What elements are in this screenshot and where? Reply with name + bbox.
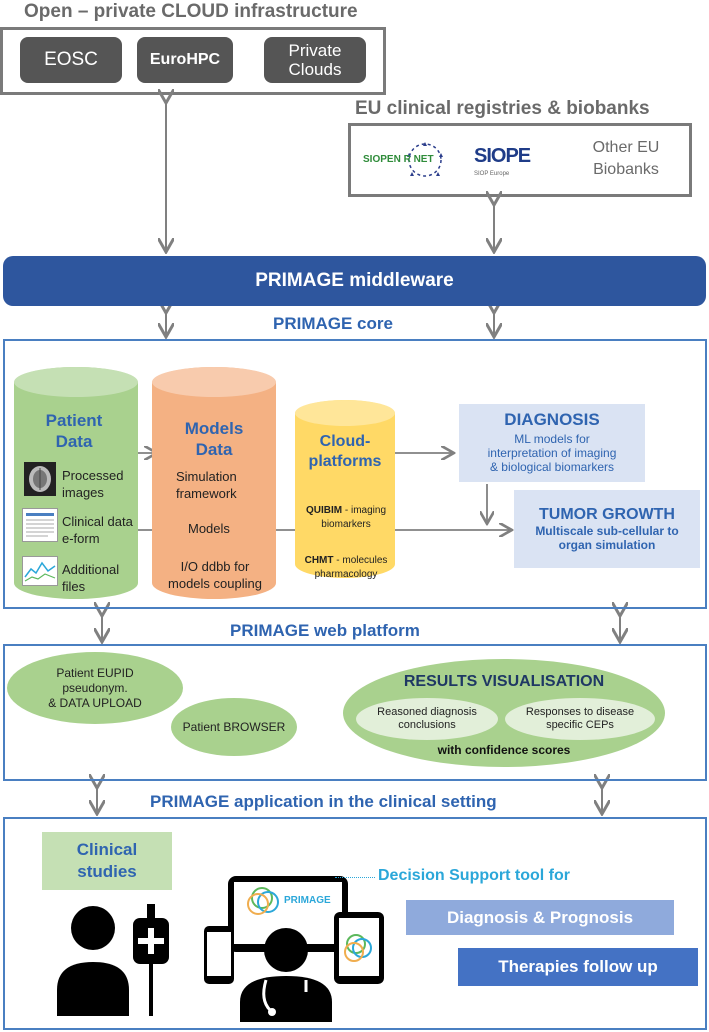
models-item-io-ddbb: I/O ddbb for models coupling xyxy=(168,559,262,591)
patient-item-processed-images: Processed images xyxy=(62,468,124,500)
diagnosis-desc: ML models for interpretation of imaging … xyxy=(487,432,617,474)
diagnosis-title: DIAGNOSIS xyxy=(504,410,600,429)
clinical-setting-box xyxy=(3,817,707,1030)
web-platform-title: PRIMAGE web platform xyxy=(230,621,420,640)
therapies-follow-up-box: Therapies follow up xyxy=(458,948,698,986)
cloud-platforms-cylinder xyxy=(295,400,395,578)
quibim-desc: - imaging biomarkers xyxy=(321,505,386,530)
registries-box xyxy=(348,123,692,197)
middleware-bar: PRIMAGE middleware xyxy=(3,256,706,306)
reasoned-diagnosis-ellipse: Reasoned diagnosis conclusions xyxy=(356,698,498,740)
models-data-cylinder-top xyxy=(152,367,276,397)
private-clouds-box: Private Clouds xyxy=(264,37,366,83)
cloud-platforms-item-quibim: QUIBIM - imaging biomarkers xyxy=(300,490,392,532)
quibim-label: QUIBIM xyxy=(305,505,343,516)
web-platform-box xyxy=(3,644,707,781)
dst-connector-line xyxy=(335,877,375,878)
confidence-scores-label: with confidence scores xyxy=(437,743,571,757)
chmt-desc: - molecules pharmacology xyxy=(314,555,388,580)
files-icon xyxy=(22,556,58,586)
patient-iv-icon xyxy=(55,898,175,1018)
diagnosis-prognosis-box: Diagnosis & Prognosis xyxy=(406,900,674,935)
patient-data-title: Patient Data xyxy=(45,411,103,451)
cloud-platforms-item-chmt: CHMT - molecules pharmacology xyxy=(300,540,392,582)
patient-item-clinical-eform: Clinical data e-form xyxy=(62,514,133,546)
core-title: PRIMAGE core xyxy=(273,314,393,333)
diagnosis-box xyxy=(459,404,645,482)
siope-logo-subtext: SIOP Europe xyxy=(474,171,510,177)
eupid-upload-ellipse: Patient EUPID pseudonym. & DATA UPLOAD xyxy=(7,652,183,724)
patient-browser-ellipse: Patient BROWSER xyxy=(171,698,297,756)
models-item-simulation: Simulation framework xyxy=(176,469,237,501)
siopen-logo: SIOPEN R NET xyxy=(363,141,463,181)
siopen-logo-text: SIOPEN R NET xyxy=(363,154,434,165)
patient-item-additional-files: Additional files xyxy=(62,562,120,594)
other-biobanks: Other EU Biobanks xyxy=(592,139,660,178)
responses-ceps-ellipse: Responses to disease specific CEPs xyxy=(505,698,655,740)
cloud-infrastructure-box xyxy=(0,27,386,95)
chmt-label: CHMT xyxy=(304,555,334,566)
cloud-platforms-cylinder-top xyxy=(295,400,395,426)
models-data-cylinder xyxy=(152,367,276,599)
cloud-title: Open – private CLOUD infrastructure xyxy=(24,1,358,22)
devices-doctor-icon xyxy=(204,872,390,1022)
patient-data-cylinder-top xyxy=(14,367,138,397)
siope-logo-text: SIOPE xyxy=(474,145,531,167)
brain-image-icon xyxy=(24,462,56,496)
clinical-studies-box: Clinical studies xyxy=(42,832,172,890)
tumor-growth-desc: Multiscale sub-cellular to organ simulat… xyxy=(535,524,679,552)
siope-logo: SIOPE SIOP Europe xyxy=(474,143,554,183)
eurohpc-box: EuroHPC xyxy=(137,37,233,83)
eform-icon xyxy=(22,508,58,542)
screen-logo-text: PRIMAGE xyxy=(284,895,331,906)
core-box xyxy=(3,339,707,609)
tumor-growth-title: TUMOR GROWTH xyxy=(539,506,675,523)
decision-support-label: Decision Support tool for xyxy=(378,867,570,884)
cloud-platforms-title: Cloud- platforms xyxy=(308,433,382,470)
models-data-title: Models Data xyxy=(184,419,244,459)
tumor-growth-box xyxy=(514,490,700,568)
models-item-models: Models xyxy=(188,521,230,536)
clinical-setting-title: PRIMAGE application in the clinical sett… xyxy=(150,792,497,811)
results-visualisation-title: RESULTS VISUALISATION xyxy=(403,673,605,690)
eosc-box: EOSC xyxy=(20,37,122,83)
registries-title: EU clinical registries & biobanks xyxy=(355,98,650,119)
